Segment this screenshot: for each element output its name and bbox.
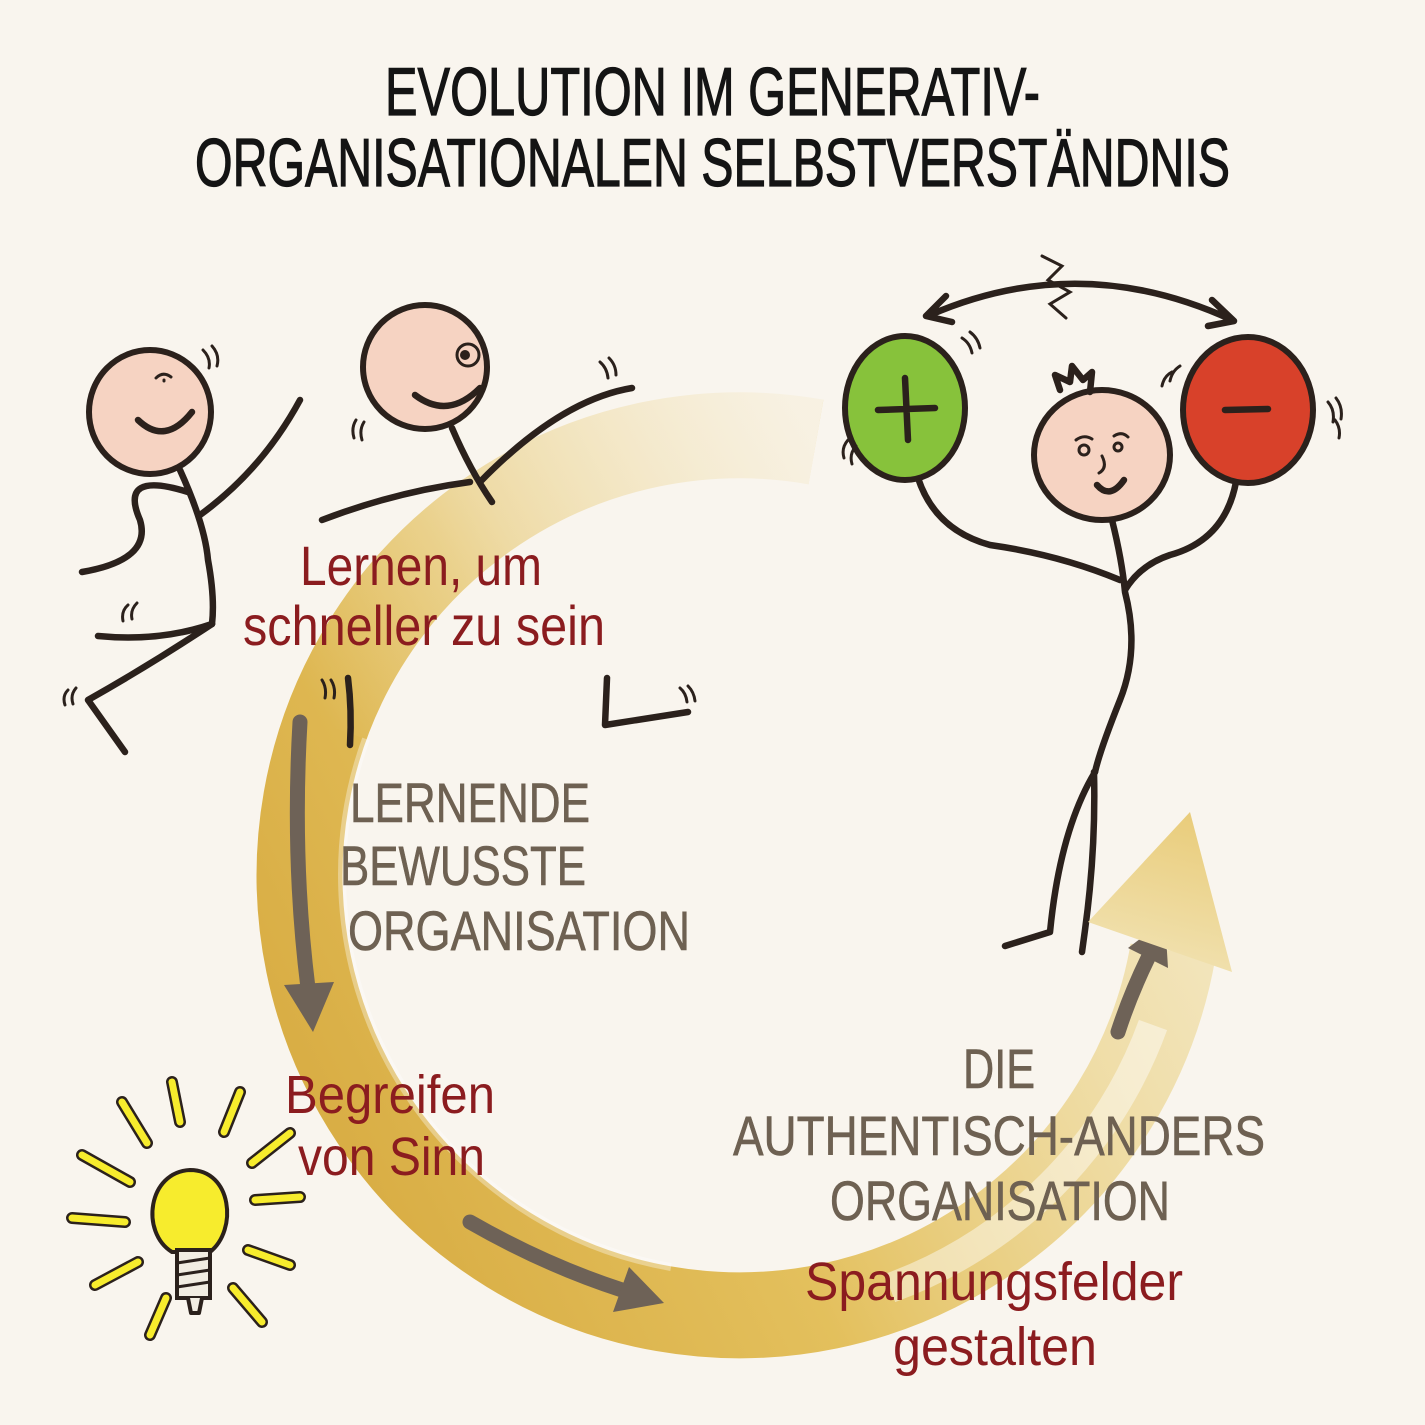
light-ray: [89, 1256, 144, 1291]
light-ray: [66, 1212, 131, 1228]
circular-arrow-icon: [256, 389, 1216, 1359]
lightbulb-icon: [66, 1076, 306, 1341]
figure-right-hair: [1051, 362, 1096, 396]
tension-zigzag: [1040, 254, 1074, 320]
authentic-stage-name-line-3: ORGANISATION: [830, 1169, 1170, 1232]
figure-center-body: [448, 424, 496, 506]
running-figure-left: [62, 344, 304, 756]
light-ray: [166, 1076, 186, 1128]
figure-left-arm-back: [78, 482, 192, 576]
figure-left-body: [176, 466, 217, 628]
learning-stage-name-line-3: ORGANISATION: [348, 899, 690, 962]
figure-center-arm-back: [318, 478, 474, 524]
authentic-caption-line-2: gestalten: [893, 1317, 1097, 1377]
title-line-1: EVOLUTION IM GENERATIV-: [385, 54, 1040, 130]
jumping-figure-center: [318, 302, 697, 749]
figure-left-arm-up: [196, 396, 304, 519]
figure-right-nose: [1097, 454, 1106, 475]
bulb-glass: [150, 1167, 230, 1254]
light-ray: [246, 1127, 296, 1169]
light-ray: [116, 1096, 153, 1149]
balloon-minus-string: [1121, 478, 1240, 594]
meaning-caption-line-1: Begreifen: [285, 1065, 495, 1125]
learning-caption-line-2: schneller zu sein: [243, 594, 605, 657]
cycle-ring-sheen: [884, 1019, 1168, 1303]
motion-lines: [62, 344, 220, 707]
figure-center-smile: [411, 384, 484, 410]
figure-center-leg-front: [601, 674, 692, 729]
authentic-stage-name-line-1: DIE: [963, 1037, 1035, 1100]
figure-right-leg-left: [1001, 768, 1099, 950]
light-ray: [249, 1191, 306, 1206]
figure-center-pupil: [460, 350, 470, 360]
meaning-caption-line-2: von Sinn: [298, 1127, 485, 1187]
double-arrow-icon: [922, 280, 1238, 330]
title-line-2: ORGANISATIONALEN SELBSTVERSTÄNDNIS: [195, 125, 1230, 201]
figure-left-eye: [154, 372, 173, 383]
learning-stage-name-line-2: BEWUSSTE: [340, 834, 586, 897]
authentic-caption-line-1: Spannungsfelder: [805, 1252, 1183, 1312]
learning-stage-name-line-1: LERNENDE: [350, 771, 590, 834]
figure-right-leg-right: [1078, 768, 1098, 956]
figure-left-leg-front: [84, 620, 216, 756]
plus-icon: [842, 333, 968, 483]
figure-right-eyes: [1074, 432, 1130, 457]
figure-center-arm-up: [476, 384, 636, 486]
balloon-plus-string: [914, 474, 1124, 584]
figure-center-leg-back: [344, 674, 354, 749]
motion-lines: [320, 356, 697, 704]
bulb-tip: [186, 1297, 204, 1315]
arrow-left-down: [284, 714, 334, 1032]
cycle-arrowhead: [1088, 812, 1232, 972]
figure-left-head: [86, 347, 214, 477]
minus-sign: [1221, 405, 1272, 414]
figure-center-eye: [455, 342, 481, 368]
light-ray: [227, 1282, 268, 1328]
plus-sign: [874, 374, 939, 444]
figure-center-head: [360, 302, 490, 432]
bulb-thread: [175, 1256, 212, 1289]
authentic-stage-name-line-2: AUTHENTISCH-ANDERS: [733, 1104, 1265, 1167]
light-ray: [242, 1244, 296, 1271]
balancing-figure-right: [841, 254, 1343, 956]
minus-icon: [1180, 334, 1316, 486]
figure-left-smile: [134, 408, 196, 435]
figure-right-body: [1091, 516, 1135, 776]
cycle-ring-highlight: [338, 737, 672, 1271]
light-ray: [144, 1292, 172, 1341]
cycle-ring-fade: [283, 389, 824, 742]
light-ray: [76, 1149, 136, 1188]
learning-caption-line-1: Lernen, um: [300, 534, 542, 597]
figure-right-smile: [1093, 476, 1128, 495]
light-ray: [218, 1086, 246, 1138]
motion-lines: [841, 330, 1343, 466]
arrow-bottom-right: [462, 1214, 664, 1312]
